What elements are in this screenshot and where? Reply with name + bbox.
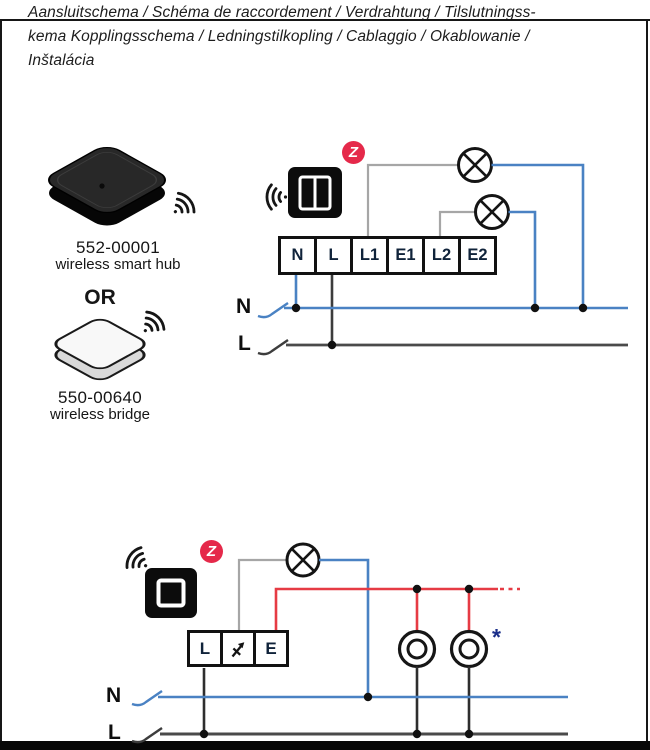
bottom-diagram-wires [122, 542, 568, 744]
wifi-icon [164, 189, 199, 224]
page-title: Aansluitschema / Schéma de raccordement … [28, 1, 628, 73]
junction-dots [291, 303, 588, 350]
header-line-1: Aansluitschema / Schéma de raccordement … [28, 4, 536, 21]
frame-bottom-bar [0, 741, 650, 750]
zigbee-badge-letter: Z [348, 144, 359, 161]
supply-neutral-label: N [106, 684, 122, 707]
terminal-block-top: N L L1 E1 L2 E2 [278, 236, 497, 275]
supply-live-label: L [238, 332, 251, 355]
terminal-label: L [199, 638, 211, 658]
terminal-cell-E: E [256, 633, 286, 664]
frame-right-border [646, 19, 648, 750]
terminal-label: L [328, 246, 339, 264]
terminal-label: E [265, 638, 277, 658]
terminal-label: E2 [467, 246, 488, 264]
wireless-switch-single [145, 568, 197, 618]
bridge-image [54, 307, 169, 381]
hub-led-dot [99, 183, 105, 189]
terminal-cell-N: N [281, 239, 314, 272]
terminal-label: L1 [359, 246, 380, 264]
top-diagram-wires [257, 147, 628, 356]
terminal-label: L2 [431, 246, 452, 264]
terminal-cell-E1: E1 [389, 239, 422, 272]
hub-image [47, 146, 199, 226]
switched-live-icon [231, 641, 244, 657]
terminal-label: E1 [395, 246, 416, 264]
terminal-cell-E2: E2 [461, 239, 494, 272]
lamp-icon [285, 542, 321, 578]
wifi-icon [265, 183, 289, 211]
terminal-cell-L: L [317, 239, 350, 272]
zigbee-badge-letter: Z [206, 543, 217, 560]
frame-top-rule [0, 19, 650, 21]
bridge-label: wireless bridge [49, 406, 151, 423]
frame-left-border [0, 19, 2, 750]
header-line-3: Inštalácia [28, 52, 95, 69]
wireless-switch-double [288, 167, 342, 218]
hub-model: 552-00001 [76, 238, 160, 257]
zigbee-badge: Z [200, 540, 223, 563]
load-socket-icon [397, 629, 437, 669]
supply-neutral-label: N [236, 295, 252, 318]
terminal-cell-L1: L1 [353, 239, 386, 272]
single-rocker-icon [156, 578, 186, 608]
double-rocker-icon [298, 175, 332, 210]
bridge-model: 550-00640 [58, 388, 142, 407]
wifi-icon [134, 307, 169, 342]
header-line-2: kema Kopplingsschema / Ledningstilkoplin… [28, 28, 530, 45]
zigbee-badge: Z [342, 141, 365, 164]
junction-dots [199, 584, 474, 739]
supply-live-label: L [108, 721, 121, 744]
terminal-block-bottom: L E [187, 630, 289, 667]
hub-label: wireless smart hub [55, 256, 181, 273]
lamp-icon [457, 147, 493, 183]
lamp-icon [474, 194, 510, 230]
terminal-label: N [291, 246, 304, 264]
footnote-asterisk: * [492, 624, 501, 650]
terminal-cell-switched [223, 633, 253, 664]
or-label: OR [84, 286, 116, 309]
terminal-cell-L2: L2 [425, 239, 458, 272]
terminal-cell-L: L [190, 633, 220, 664]
load-socket-icon [449, 629, 489, 669]
